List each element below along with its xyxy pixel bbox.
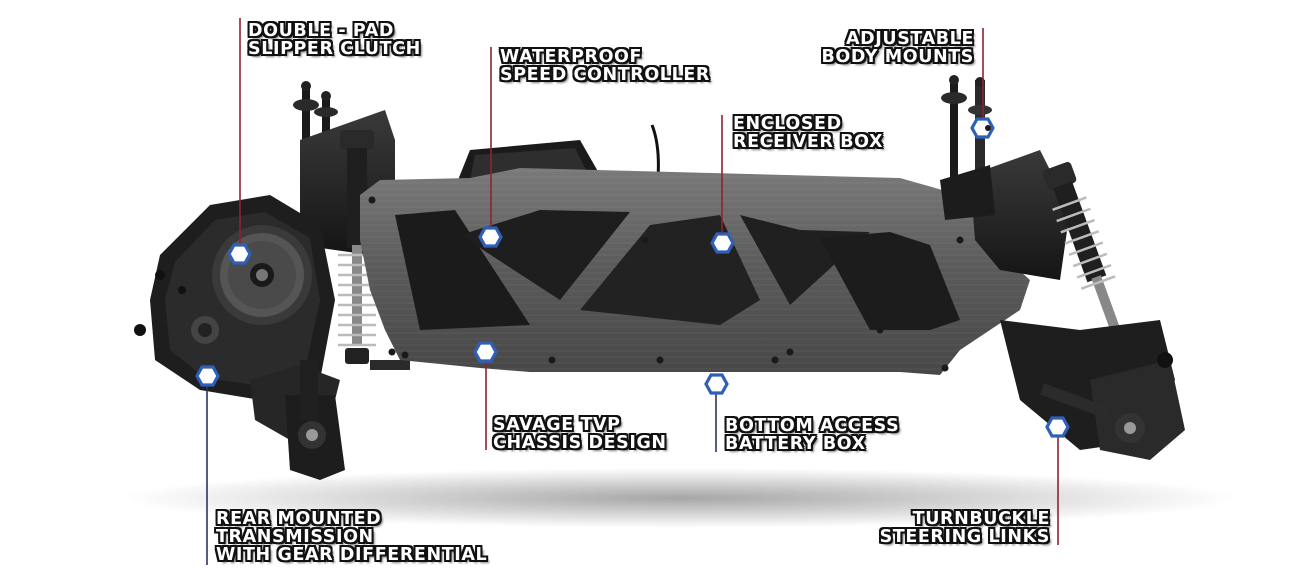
callout-line: BATTERY BOX xyxy=(725,434,866,454)
callout-transmission: REAR MOUNTED TRANSMISSION WITH GEAR DIFF… xyxy=(216,510,487,564)
callout-line: SLIPPER CLUTCH xyxy=(248,39,421,59)
chassis-plate xyxy=(360,168,1030,375)
callout-line: WATERPROOF xyxy=(500,47,643,67)
callout-line: STEERING LINKS xyxy=(879,527,1050,547)
callout-body-mounts: ADJUSTABLE BODY MOUNTS xyxy=(806,30,974,66)
callout-line: BODY MOUNTS xyxy=(821,47,974,67)
hex-marker-chassis-design xyxy=(473,341,498,363)
callout-battery-box: BOTTOM ACCESS BATTERY BOX xyxy=(725,417,899,453)
callout-line: SAVAGE TVP xyxy=(493,415,621,435)
hex-marker-speed-controller xyxy=(478,226,503,248)
callout-steering-links: TURNBUCKLE STEERING LINKS xyxy=(840,510,1050,546)
callout-line: ADJUSTABLE xyxy=(846,29,974,49)
hex-marker-steering-links xyxy=(1045,416,1070,438)
callout-line: REAR MOUNTED xyxy=(216,509,382,529)
callout-line: SPEED CONTROLLER xyxy=(500,65,710,85)
hex-markers xyxy=(195,117,1070,438)
callout-line: CHASSIS DESIGN xyxy=(493,433,667,453)
front-assembly xyxy=(940,75,1185,460)
callout-line: RECEIVER BOX xyxy=(733,132,884,152)
callout-slipper-clutch: DOUBLE - PAD SLIPPER CLUTCH xyxy=(248,22,421,58)
callout-line: ENCLOSED xyxy=(733,114,842,134)
hex-marker-receiver-box xyxy=(710,232,735,254)
hex-marker-battery-box xyxy=(704,373,729,395)
callout-speed-controller: WATERPROOF SPEED CONTROLLER xyxy=(500,48,710,84)
hex-marker-slipper-clutch xyxy=(227,243,252,265)
callout-line: TRANSMISSION xyxy=(216,527,374,547)
leader-lines xyxy=(206,18,1059,565)
rear-assembly xyxy=(134,81,410,480)
callout-line: DOUBLE - PAD xyxy=(248,21,394,41)
callout-line: BOTTOM ACCESS xyxy=(725,416,900,436)
hex-marker-transmission xyxy=(195,365,220,387)
callout-chassis-design: SAVAGE TVP CHASSIS DESIGN xyxy=(493,416,667,452)
callout-receiver-box: ENCLOSED RECEIVER BOX xyxy=(733,115,883,151)
callout-line: WITH GEAR DIFFERENTIAL xyxy=(216,545,488,565)
callout-line: TURNBUCKLE xyxy=(912,509,1050,529)
ground-shadow xyxy=(120,468,1240,528)
hex-marker-body-mounts xyxy=(970,117,995,139)
